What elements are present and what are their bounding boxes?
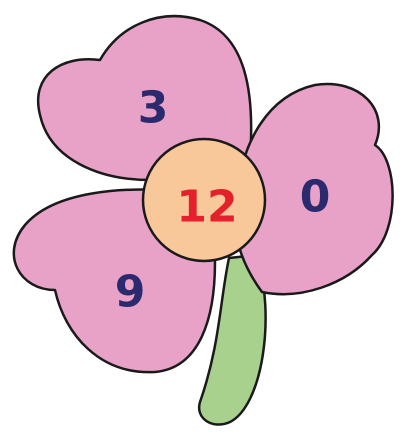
center-number: 12 bbox=[176, 182, 237, 233]
petal-number-right: 0 bbox=[300, 172, 331, 223]
petal-number-bottom-left: 9 bbox=[115, 267, 146, 318]
petal-number-top: 3 bbox=[138, 83, 169, 134]
